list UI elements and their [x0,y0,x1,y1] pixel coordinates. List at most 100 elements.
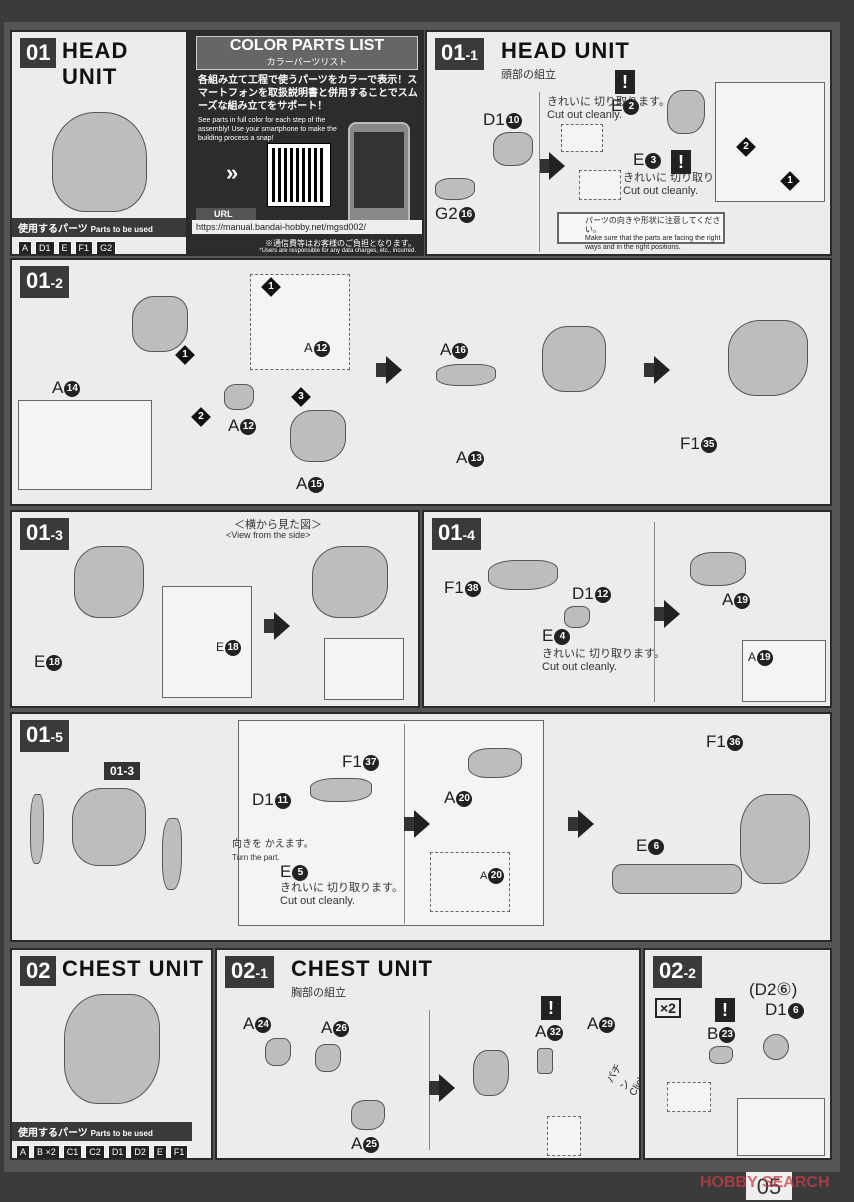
part-f1 [488,560,558,590]
color-parts-list: COLOR PARTS LIST カラーパーツリスト 各組み立て工程で使うパーツ… [188,30,424,256]
url-label: URL [196,208,256,220]
next-step-arrow [429,1074,455,1102]
step-number: 01-5 [20,720,69,752]
smartphone-icon [348,122,410,228]
step-title: CHEST UNIT [62,956,204,981]
part [351,1100,385,1130]
part-a16 [436,364,496,386]
side-view-jp: ＜横から見た図＞ [234,519,322,531]
part-head [667,90,705,134]
watermark-hobby-search: HOBBY SEARCH [700,1174,830,1191]
cut-note-1: きれいに 切り取ります。Cut out cleanly. [547,96,670,121]
part [224,384,254,410]
detail-inset [324,638,404,700]
step-number: 01-4 [432,518,481,550]
parts-used-bar: 使用するパーツ Parts to be used [12,218,186,237]
url-link[interactable]: https://manual.bandai-hobby.net/mgsd002/ [192,220,422,234]
part-antenna [612,864,742,894]
caution-icon: ! [615,70,635,94]
detail-box [579,170,621,200]
next-step-arrow [568,810,594,838]
detail-inset [715,82,825,202]
step-number: 02-1 [225,956,274,988]
step-number: 02 [20,956,57,986]
quantity-x2: ×2 [655,998,681,1018]
detail-inset [18,400,152,490]
part-side-right [162,818,182,890]
next-step-arrow [404,810,430,838]
part-head-side [312,546,388,618]
next-step-arrow [264,612,290,640]
next-step-arrow [644,356,670,384]
part-f1 [310,778,372,802]
turn-note: 向きを かえます。Turn the part. [232,839,314,862]
step-title: HEAD UNIT [501,38,630,63]
detail-box [667,1082,711,1112]
chest-illustration [64,994,160,1104]
part [265,1038,291,1066]
part-head-back [132,296,188,352]
parts-used-bar: 使用するパーツ Parts to be used [12,1122,192,1141]
next-step-arrow [539,152,565,180]
reference-01-3: 01-3 [104,762,141,780]
orientation-note: パーツの向きや形状に注意してください。Make sure that the pa… [557,212,725,251]
divider [429,1010,430,1150]
caution-icon: ! [671,150,691,174]
chevron-right-icon: » [226,160,239,185]
part-side-left [30,794,44,864]
part-d1 [763,1034,789,1060]
note-jp: ※通信費等はお客様のご負担となります。 [265,239,416,248]
part-head-final [740,794,810,884]
cut-note: きれいに 切り取ります。Cut out cleanly. [542,648,665,673]
step-number: 01-1 [435,38,484,70]
next-step-arrow [654,600,680,628]
part [537,1048,553,1074]
order-2: 2 [191,407,211,427]
step-number: 01 [20,38,57,68]
label-d2-alt: (D2⑥) [749,980,798,999]
part-d1 [493,132,533,166]
order-1: 1 [175,345,195,365]
panel-02-chest-unit: 02 CHEST UNIT 使用するパーツ Parts to be used A… [10,948,213,1160]
detail-inset [737,1098,825,1156]
detail-box [561,124,603,152]
order-2: 2 [736,137,756,157]
order-1: 1 [780,171,800,191]
step-number: 01-3 [20,518,69,550]
qr-code[interactable] [267,143,331,207]
step-title-jp: 頭部の組立 [501,69,556,81]
detail-inset [742,640,826,702]
step-number: 01-2 [20,266,69,298]
part-g2 [435,178,475,200]
part-head-front [72,788,146,866]
